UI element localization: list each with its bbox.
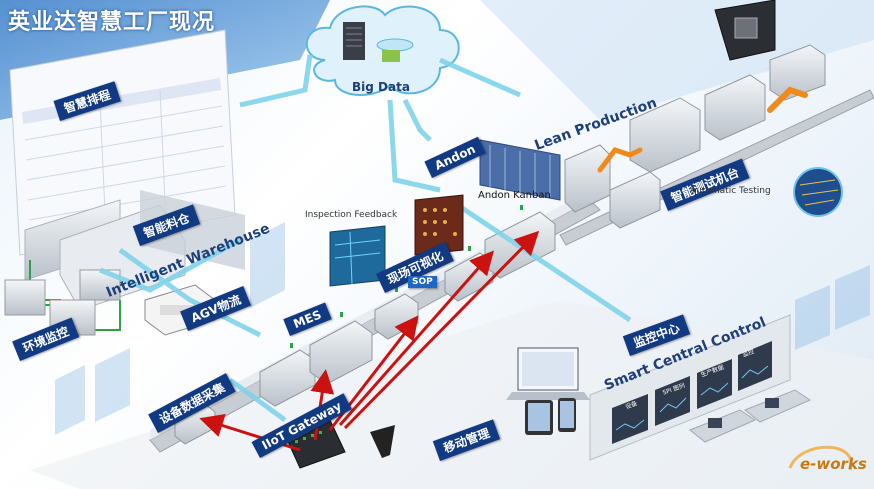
data-flow-lines xyxy=(99,54,632,423)
label-inspection-feedback: Inspection Feedback xyxy=(305,210,398,220)
scheduling-screen xyxy=(9,29,236,256)
glass-panels xyxy=(55,222,285,435)
board-inset xyxy=(793,167,843,217)
tag-sop: SOP xyxy=(408,276,437,288)
big-data-cloud xyxy=(305,5,460,97)
cloud-label: Big Data xyxy=(352,80,410,94)
mobile-devices xyxy=(506,347,590,435)
inspection-photos xyxy=(329,194,464,287)
watermark: e-works xyxy=(800,455,867,473)
env-equipment xyxy=(4,269,121,336)
label-andon-kanban: Andon Kanban xyxy=(478,190,551,201)
label-automatic-testing: Automatic Testing xyxy=(690,186,771,196)
page-title: 英业达智慧工厂现况 xyxy=(8,10,216,35)
control-center xyxy=(589,314,812,461)
chip-inset xyxy=(714,0,776,61)
